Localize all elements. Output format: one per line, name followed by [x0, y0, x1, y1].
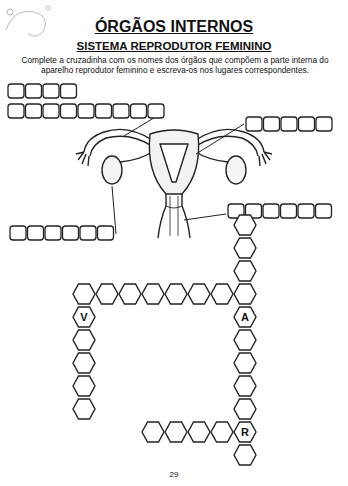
- answer-box: [113, 104, 129, 118]
- answer-box: [78, 104, 94, 118]
- crossword-cell: [234, 399, 256, 419]
- given-letter: A: [241, 312, 249, 323]
- crossword-cell: [73, 353, 95, 373]
- title: ÓRGÃOS INTERNOS: [0, 18, 348, 36]
- subtitle: SISTEMA REPRODUTOR FEMININO: [0, 40, 348, 54]
- crossword-cell: [142, 422, 164, 442]
- crossword-cell: [234, 215, 256, 235]
- crossword-cell: [234, 238, 256, 258]
- subtitle-wrap: SISTEMA REPRODUTOR FEMININO: [0, 40, 348, 54]
- corner-swirl: [6, 6, 50, 36]
- answer-box: [28, 226, 44, 240]
- instructions-wrap: Complete a cruzadinha com os nomes dos ó…: [8, 56, 342, 76]
- answer-box: [263, 204, 279, 218]
- crossword-cell: [142, 284, 164, 304]
- answer-box: [298, 204, 314, 218]
- instructions: Complete a cruzadinha com os nomes dos ó…: [8, 56, 342, 76]
- crossword-cell: [165, 284, 187, 304]
- answer-box: [80, 226, 96, 240]
- answer-box: [246, 117, 262, 131]
- hexagon-shape: [73, 307, 95, 327]
- hexagon-shape: [234, 307, 256, 327]
- page-number: 29: [0, 470, 348, 480]
- given-letter: V: [80, 312, 87, 323]
- answer-box: [10, 226, 26, 240]
- answer-box: [8, 84, 24, 98]
- answer-box: [96, 104, 112, 118]
- crossword-cell: [73, 330, 95, 350]
- crossword-cell: [234, 445, 256, 465]
- crossword-cell: [73, 284, 95, 304]
- answer-box: [148, 104, 164, 118]
- answer-box: [299, 117, 315, 131]
- uterus-drawing: [76, 129, 272, 238]
- answer-box: [281, 117, 297, 131]
- crossword-cell: [234, 284, 256, 304]
- answer-box: [264, 117, 280, 131]
- answer-box: [316, 204, 332, 218]
- answer-box: [131, 104, 147, 118]
- answer-box: [45, 226, 61, 240]
- crossword-cell: [119, 284, 141, 304]
- hexagon-shape: [234, 422, 256, 442]
- crossword-cell: [234, 376, 256, 396]
- crossword-cell: [234, 330, 256, 350]
- answer-box: [43, 84, 59, 98]
- crossword-cell: [234, 353, 256, 373]
- answer-box: [43, 104, 59, 118]
- answer-box: [281, 204, 297, 218]
- answer-box: [63, 226, 79, 240]
- crossword-cell: V: [73, 307, 95, 327]
- answer-box: [61, 104, 77, 118]
- crossword-cell: [234, 261, 256, 281]
- title-wrap: ÓRGÃOS INTERNOS: [0, 18, 348, 36]
- given-letter: R: [241, 427, 249, 438]
- answer-box: [26, 84, 42, 98]
- crossword-cell: [211, 422, 233, 442]
- crossword-cell: [188, 422, 210, 442]
- crossword-cell: [73, 376, 95, 396]
- crossword-cell: [188, 284, 210, 304]
- crossword-cell: A: [234, 307, 256, 327]
- answer-box: [61, 84, 77, 98]
- answer-box: [98, 226, 114, 240]
- answer-boxes: [8, 84, 332, 240]
- leader-lines: [112, 113, 244, 234]
- answer-box: [26, 104, 42, 118]
- answer-box: [316, 117, 332, 131]
- crossword-cell: [96, 284, 118, 304]
- answer-box: [8, 104, 24, 118]
- crossword-cell: [165, 422, 187, 442]
- page-number-wrap: 29: [0, 470, 348, 480]
- crossword-grid: [73, 215, 256, 465]
- crossword-cell: R: [234, 422, 256, 442]
- crossword-cell: [73, 399, 95, 419]
- crossword-cell: [211, 284, 233, 304]
